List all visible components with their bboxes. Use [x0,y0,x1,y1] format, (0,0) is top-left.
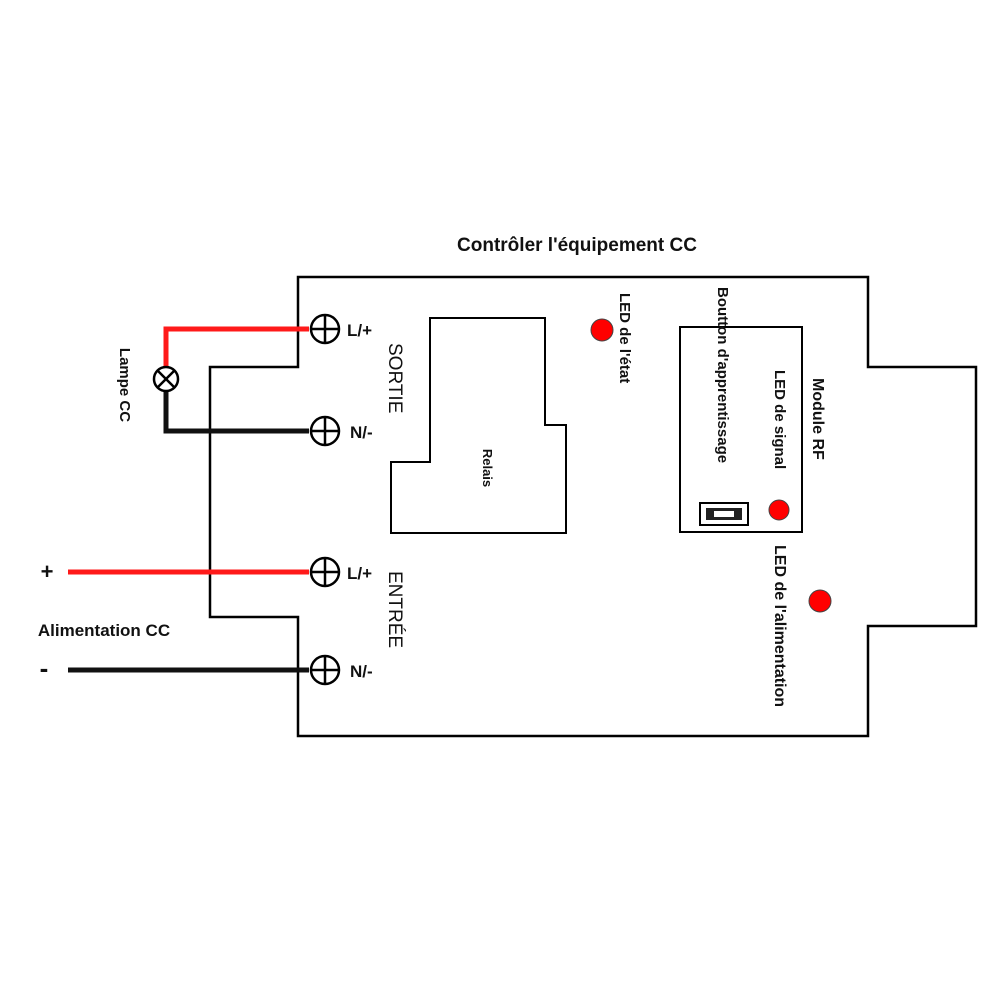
output-negative-wire [163,392,309,434]
input-negative-label: N/- [350,662,373,681]
signal-led-label: LED de signal [771,370,788,469]
output-negative-terminal-icon [309,415,341,447]
signal-led-icon [768,499,790,521]
output-negative-label: N/- [350,423,373,442]
power-plus-symbol: + [41,559,54,584]
lamp-icon [152,365,180,393]
input-positive-terminal-icon [309,556,341,588]
power-led-icon [808,589,832,613]
rf-module-label: Module RF [809,378,826,460]
status-led-icon [590,318,614,342]
output-positive-terminal-icon [309,313,341,345]
relay-block [390,317,567,534]
diagram-title: Contrôler l'équipement CC [457,235,697,256]
relay-label: Relais [480,449,495,487]
input-positive-label: L/+ [347,564,372,583]
controller-enclosure [208,275,978,738]
output-positive-wire [163,326,309,367]
lamp-label: Lampe CC [116,348,133,422]
power-minus-symbol: - [40,653,49,683]
learn-button-label: Boutton d'apprentissage [714,287,731,463]
input-group-label: ENTRÉE [384,571,405,648]
output-positive-label: L/+ [347,321,372,340]
rf-module-box [679,326,803,533]
input-negative-terminal-icon [309,654,341,686]
power-led-label: LED de l'alimentation [771,545,788,707]
learning-button [699,502,749,526]
status-led-label: LED de l'état [616,293,633,383]
power-supply-label: Alimentation CC [38,621,170,640]
output-group-label: SORTIE [384,343,405,413]
